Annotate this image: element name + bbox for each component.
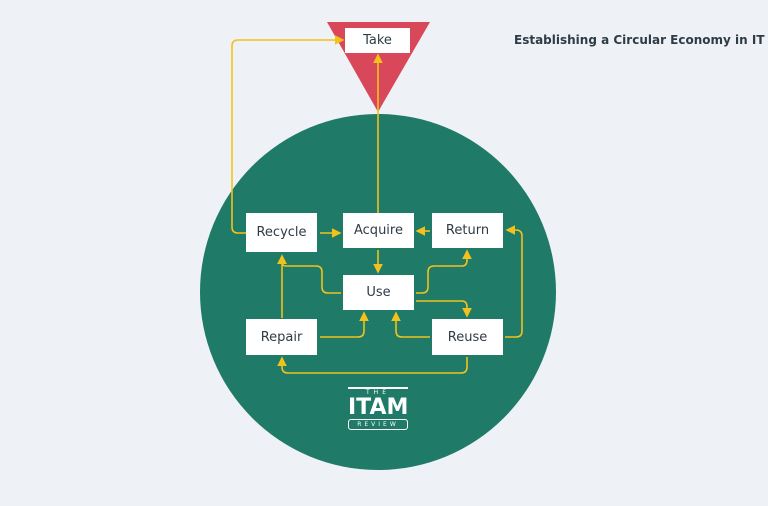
flow-arrows [231, 35, 523, 374]
arrow-reuse-return [505, 225, 523, 338]
logo-main-text: ITAM [348, 395, 409, 420]
arrow-use-return [416, 249, 472, 294]
node-use: Use [343, 275, 414, 310]
arrow-reuse-repair [277, 356, 468, 374]
arrow-use-recycle [277, 254, 341, 294]
logo-bottom-text: REVIEW [348, 419, 408, 430]
arrow-reuse-use [391, 311, 430, 338]
node-return: Return [432, 213, 503, 248]
node-recycle: Recycle [246, 213, 317, 252]
diagram-title: Establishing a Circular Economy in IT [514, 33, 765, 47]
node-repair: Repair [246, 319, 317, 355]
node-acquire: Acquire [343, 213, 414, 248]
logo-top-text: THE [348, 387, 408, 397]
itam-review-logo: THE ITAM REVIEW [348, 387, 408, 430]
node-take: Take [345, 28, 410, 53]
node-reuse: Reuse [432, 319, 503, 355]
arrow-recycle-take [231, 35, 345, 234]
arrow-use-reuse [416, 300, 472, 318]
arrow-repair-use [320, 311, 369, 338]
